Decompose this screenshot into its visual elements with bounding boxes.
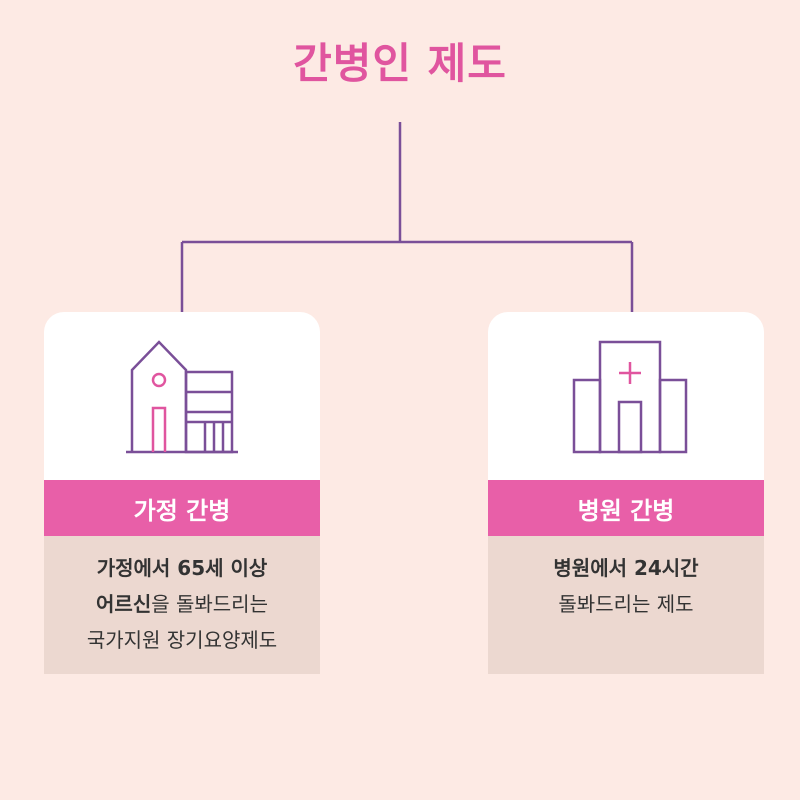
description-bold-text: 어르신: [96, 592, 152, 616]
house-icon: [44, 312, 320, 480]
description-line: 어르신을 돌봐드리는: [44, 586, 320, 622]
description-text: 을 돌봐드리는: [151, 592, 268, 616]
card-hospital-care: 병원 간병 병원에서 24시간 돌봐드리는 제도: [488, 312, 764, 674]
description-line: 돌봐드리는 제도: [488, 586, 764, 622]
card-description-hospital-care: 병원에서 24시간 돌봐드리는 제도: [488, 536, 764, 674]
description-text: 국가지원 장기요양제도: [86, 628, 278, 652]
description-bold-text: 가정에서 65세 이상: [96, 556, 268, 580]
description-line: 가정에서 65세 이상: [44, 550, 320, 586]
card-label-home-care: 가정 간병: [44, 480, 320, 536]
description-text: 돌봐드리는 제도: [558, 592, 694, 616]
description-bold-text: 병원에서 24시간: [553, 556, 699, 580]
card-description-home-care: 가정에서 65세 이상 어르신을 돌봐드리는 국가지원 장기요양제도: [44, 536, 320, 674]
card-home-care: 가정 간병 가정에서 65세 이상 어르신을 돌봐드리는 국가지원 장기요양제도: [44, 312, 320, 674]
diagram-title: 간병인 제도: [293, 39, 507, 88]
card-label-hospital-care: 병원 간병: [488, 480, 764, 536]
hospital-icon: [488, 312, 764, 480]
description-line: 병원에서 24시간: [488, 550, 764, 586]
description-line: 국가지원 장기요양제도: [44, 622, 320, 658]
